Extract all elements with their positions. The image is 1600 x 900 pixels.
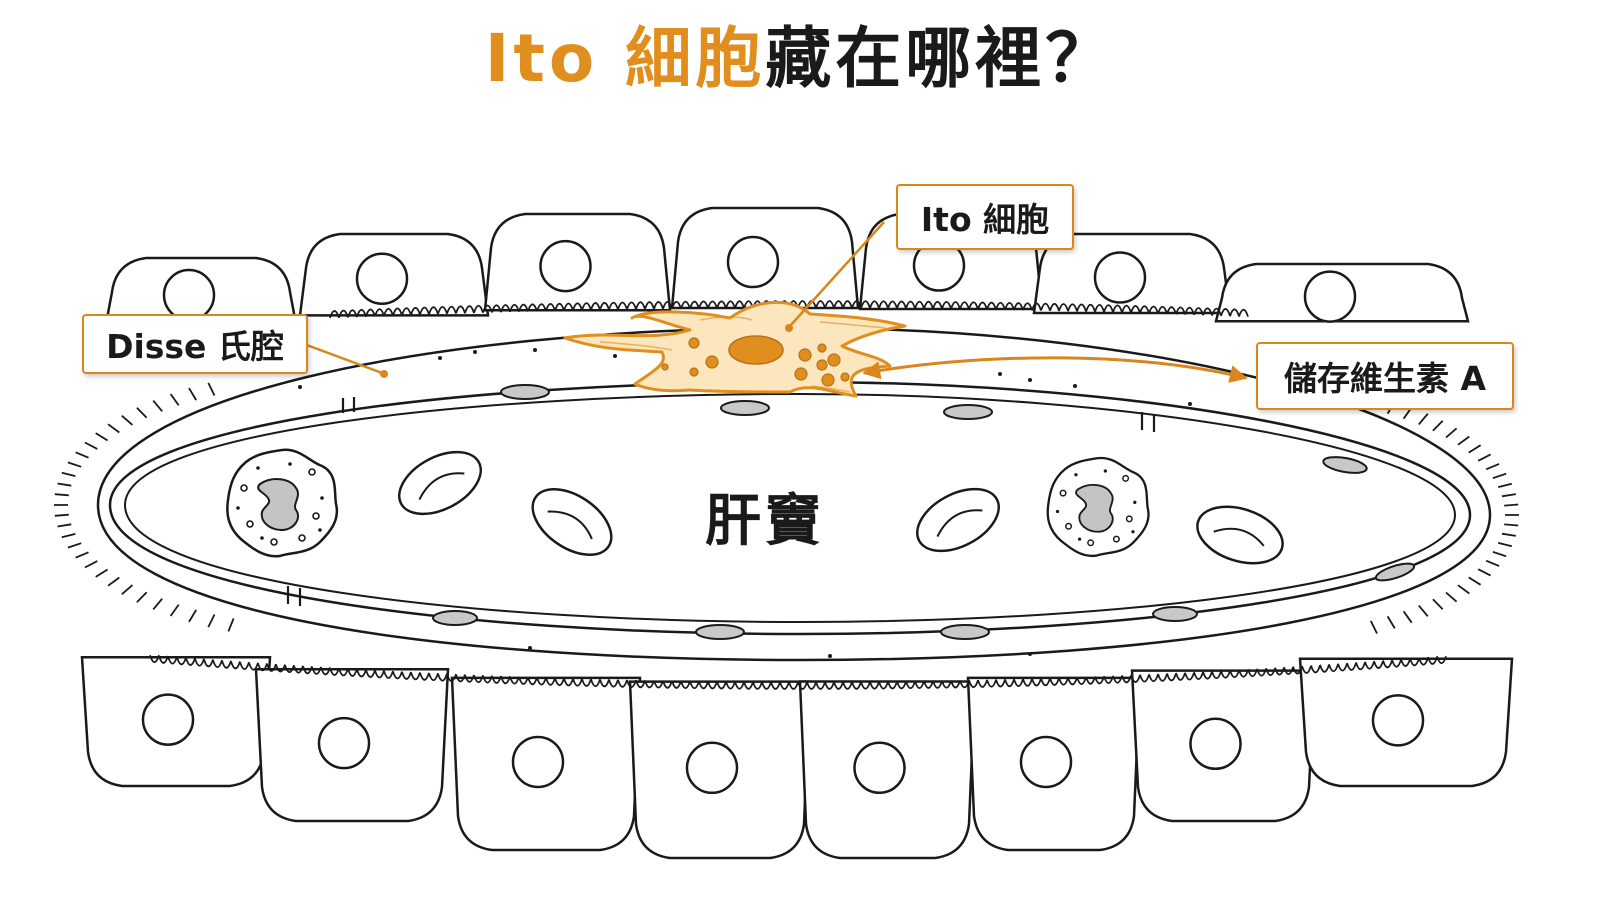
red-blood-cell bbox=[916, 487, 1000, 553]
hepatocyte-nucleus bbox=[685, 741, 739, 795]
white-blood-cell bbox=[1046, 456, 1150, 558]
hepatocyte-nucleus bbox=[317, 716, 371, 770]
hepatocyte-nucleus bbox=[355, 252, 409, 305]
red-blood-cell bbox=[398, 450, 482, 516]
white-blood-cell bbox=[226, 448, 339, 558]
hepatocyte-nucleus bbox=[1189, 717, 1242, 771]
title-question: 藏在哪裡？ bbox=[765, 20, 1116, 97]
title-highlight: Ito 細胞 bbox=[484, 20, 766, 97]
bottom-hepatocyte-row bbox=[80, 656, 1514, 860]
ito-leader-dot bbox=[785, 324, 793, 332]
hepatocyte-nucleus bbox=[1019, 735, 1073, 789]
microvilli-top bbox=[329, 300, 1249, 319]
hepatocyte-nucleus bbox=[1303, 270, 1357, 323]
hepatocyte-nucleus bbox=[141, 693, 195, 746]
hepatocyte-nucleus bbox=[511, 735, 565, 789]
vitamin-a-arrow bbox=[862, 356, 1248, 383]
microvilli-left bbox=[54, 382, 235, 632]
hepatocyte-nucleus bbox=[1093, 251, 1147, 304]
hepatocyte-nucleus bbox=[539, 239, 592, 293]
cell-junctions bbox=[286, 397, 1156, 606]
disse-leader-line bbox=[303, 342, 383, 375]
vitamin-a-label: 儲存維生素 A bbox=[1256, 342, 1514, 410]
ito-cell-label: Ito 細胞 bbox=[896, 184, 1074, 250]
disse-space-label: Disse 氏腔 bbox=[82, 314, 308, 374]
page-title: Ito 細胞藏在哪裡？ bbox=[0, 14, 1600, 104]
endothelial-nuclei bbox=[432, 384, 1416, 640]
microvilli-bottom bbox=[149, 654, 1447, 690]
hepatocyte-nucleus bbox=[853, 741, 906, 795]
red-blood-cell bbox=[1196, 505, 1284, 565]
top-hepatocyte-row bbox=[104, 206, 1470, 326]
ito-cell bbox=[563, 300, 907, 398]
hepatocyte-nucleus bbox=[162, 268, 216, 322]
hepatocyte-nucleus bbox=[1371, 694, 1425, 747]
sinusoid-label: 肝竇 bbox=[705, 488, 825, 554]
hepatocyte-nucleus bbox=[726, 235, 780, 289]
disse-leader-dot bbox=[380, 370, 388, 378]
ito-leader-line bbox=[789, 221, 885, 327]
